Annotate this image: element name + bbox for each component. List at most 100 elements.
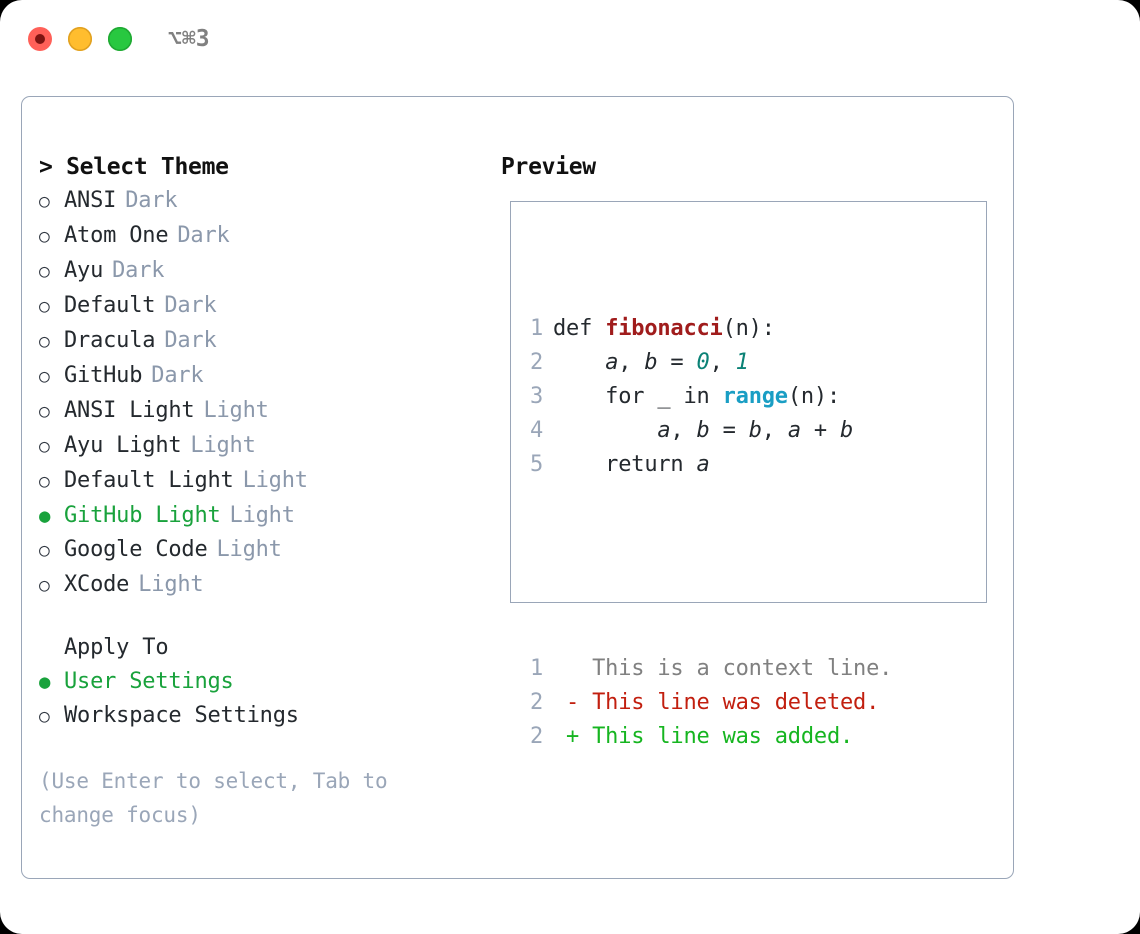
radio-unselected-icon: ○ xyxy=(39,261,50,282)
apply-to-option-name: Workspace Settings xyxy=(64,703,299,728)
theme-option-default-light[interactable]: ○ Default Light Light xyxy=(39,464,499,499)
code-token-var: b xyxy=(696,418,710,443)
radio-unselected-icon: ○ xyxy=(39,331,50,352)
code-line-text: return a xyxy=(553,448,710,482)
theme-variant-tag: Dark xyxy=(177,223,230,248)
radio-unselected-icon: ○ xyxy=(39,191,50,212)
code-token-plain: (n): xyxy=(722,316,775,341)
radio-unselected-icon: ○ xyxy=(39,540,50,561)
theme-option-google-code[interactable]: ○ Google Code Light xyxy=(39,533,499,568)
minimize-window-button[interactable] xyxy=(68,27,92,51)
preview-heading: Preview xyxy=(501,154,596,180)
line-number: 2 xyxy=(529,690,543,715)
keyboard-shortcut-label: ⌥⌘3 xyxy=(168,26,210,52)
close-icon xyxy=(35,34,45,44)
radio-unselected-icon: ○ xyxy=(39,401,50,422)
diff-line-text: - This line was deleted. xyxy=(553,690,880,715)
apply-to-list: ● User Settings ○Workspace Settings xyxy=(39,665,499,734)
line-number: 1 xyxy=(529,656,543,681)
code-line: 4 a, b = b, a + b xyxy=(519,414,892,448)
code-token-plain: , xyxy=(618,350,645,375)
code-token-var: a xyxy=(787,418,801,443)
maximize-window-button[interactable] xyxy=(108,27,132,51)
code-line-text: for _ in range(n): xyxy=(553,380,840,414)
apply-to-option-user-settings[interactable]: ● User Settings xyxy=(39,665,499,699)
theme-option-ansi[interactable]: ○ ANSI Dark xyxy=(39,184,499,219)
code-line: 3 for _ in range(n): xyxy=(519,380,892,414)
code-token-var: a xyxy=(605,350,619,375)
theme-option-xcode[interactable]: ○ XCode Light xyxy=(39,568,499,603)
code-token-builtin: range xyxy=(722,384,788,409)
code-token-plain: = xyxy=(657,350,697,375)
theme-option-dracula[interactable]: ○ Dracula Dark xyxy=(39,324,499,359)
theme-option-name: Default xyxy=(64,293,156,318)
code-token-plain: , xyxy=(761,418,788,443)
apply-to-heading: Apply To xyxy=(64,635,169,660)
theme-option-name: Google Code xyxy=(64,537,208,562)
theme-variant-tag: Dark xyxy=(164,328,217,353)
code-token-plain: for xyxy=(553,384,658,409)
theme-option-name: GitHub Light xyxy=(64,503,221,528)
radio-unselected-icon: ○ xyxy=(39,471,50,492)
radio-unselected-icon: ○ xyxy=(39,296,50,317)
theme-variant-tag: Light xyxy=(203,398,269,423)
code-line: 5 return a xyxy=(519,448,892,482)
code-token-plain: (n): xyxy=(787,384,841,409)
diff-sample-lines: 1 This is a context line.2 - This line w… xyxy=(519,652,892,754)
code-token-var: a xyxy=(657,418,671,443)
theme-variant-tag: Light xyxy=(242,468,308,493)
theme-variant-tag: Dark xyxy=(112,258,165,283)
line-number: 3 xyxy=(529,384,543,409)
theme-option-name: Ayu xyxy=(64,258,104,283)
theme-variant-tag: Dark xyxy=(125,188,178,213)
theme-option-name: Default Light xyxy=(64,468,234,493)
code-token-plain: in xyxy=(670,384,723,409)
theme-variant-tag: Light xyxy=(138,572,204,597)
code-token-plain: _ xyxy=(657,384,671,409)
radio-unselected-icon: ○ xyxy=(39,366,50,387)
select-theme-heading: > Select Theme xyxy=(39,154,229,180)
theme-variant-tag: Light xyxy=(216,537,282,562)
theme-option-name: XCode xyxy=(64,572,130,597)
theme-variant-tag: Light xyxy=(229,503,295,528)
code-token-plain xyxy=(553,350,605,375)
apply-to-option-name: User Settings xyxy=(64,669,234,694)
radio-selected-icon: ● xyxy=(39,671,51,693)
theme-option-name: GitHub xyxy=(64,363,143,388)
code-token-var: b xyxy=(644,350,658,375)
diff-line-text: This is a context line. xyxy=(553,656,893,681)
theme-option-name: Dracula xyxy=(64,328,156,353)
code-line-text: def fibonacci(n): xyxy=(553,312,775,346)
diff-line-text: + This line was added. xyxy=(553,724,854,749)
theme-option-name: ANSI xyxy=(64,188,117,213)
diff-line-ctx: 1 This is a context line. xyxy=(519,652,892,686)
diff-line-del: 2 - This line was deleted. xyxy=(519,686,892,720)
code-token-fn: fibonacci xyxy=(605,316,723,341)
code-token-plain: , xyxy=(709,350,736,375)
code-line-text: a, b = 0, 1 xyxy=(553,346,749,380)
code-token-plain: return xyxy=(553,452,697,477)
theme-option-ayu[interactable]: ○ Ayu Dark xyxy=(39,254,499,289)
code-token-var: a xyxy=(696,452,710,477)
code-line-text: a, b = b, a + b xyxy=(553,414,853,448)
theme-variant-tag: Light xyxy=(190,433,256,458)
code-token-plain xyxy=(553,418,657,443)
apply-to-option-workspace-settings[interactable]: ○Workspace Settings xyxy=(39,699,499,734)
radio-unselected-icon: ○ xyxy=(39,575,50,596)
code-token-num: 1 xyxy=(735,350,749,375)
line-number: 2 xyxy=(529,724,543,749)
